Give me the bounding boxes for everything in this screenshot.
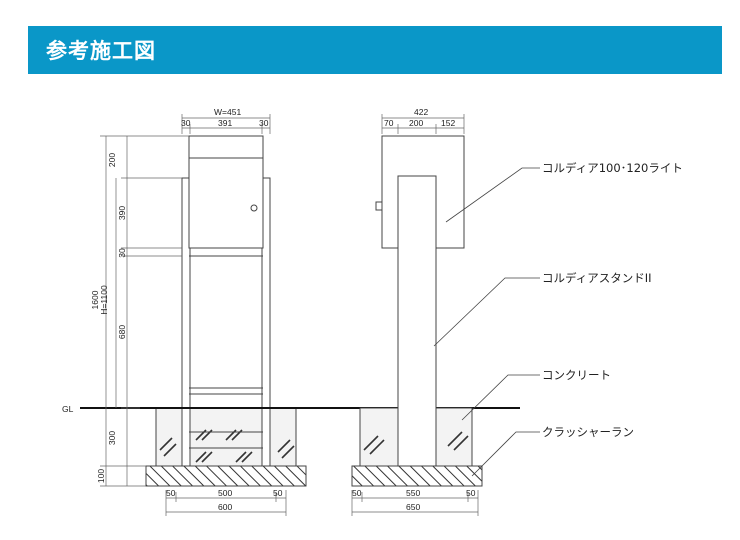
front-bot-left: 50	[166, 488, 176, 498]
side-bot-left: 50	[352, 488, 362, 498]
side-bottom-dims	[351, 490, 479, 516]
front-v-30: 30	[117, 248, 127, 258]
front-v-680: 680	[117, 325, 127, 339]
front-top-left: 30	[181, 118, 191, 128]
front-v-390: 390	[117, 206, 127, 220]
side-bot-mid: 550	[406, 488, 420, 498]
front-leg-left	[181, 177, 191, 467]
front-top-mid: 391	[218, 118, 232, 128]
side-view	[351, 135, 483, 487]
callout-crusher: クラッシャーラン	[542, 425, 634, 439]
front-v-200: 200	[107, 153, 117, 167]
header-bar: 参考施工図	[28, 26, 722, 74]
side-bot-right: 50	[466, 488, 476, 498]
front-view	[145, 135, 307, 487]
front-top-right: 30	[259, 118, 269, 128]
front-v-100: 100	[96, 469, 106, 483]
page-title: 参考施工図	[46, 39, 156, 63]
side-top-b: 200	[409, 118, 423, 128]
front-leg-right	[261, 177, 271, 467]
front-v-h1100: H=1100	[99, 285, 109, 315]
front-crusher-run	[145, 465, 307, 487]
front-concrete	[155, 407, 297, 467]
front-bottom-dims	[165, 490, 287, 516]
callout-mailbox: コルディア100･120ライト	[542, 161, 683, 175]
callout-stand: コルディアスタンドII	[542, 271, 651, 285]
callout-leaders	[433, 167, 540, 477]
side-width-total: 422	[414, 107, 428, 117]
front-bot-total: 600	[218, 502, 232, 512]
front-v-1600: 1600	[90, 290, 100, 309]
side-handle	[375, 201, 383, 211]
side-concrete-hatch	[363, 431, 469, 455]
callout-concrete: コンクリート	[542, 368, 611, 382]
side-top-c: 152	[441, 118, 455, 128]
front-vertical-dims	[100, 135, 189, 487]
side-top-a: 70	[384, 118, 394, 128]
side-crusher-run	[351, 465, 483, 487]
front-bot-mid: 500	[218, 488, 232, 498]
front-bot-right: 50	[273, 488, 283, 498]
lock-icon	[250, 204, 258, 212]
front-v-300: 300	[107, 431, 117, 445]
gl-label: GL	[62, 404, 74, 414]
front-mailbox	[188, 135, 264, 249]
front-width-total: W=451	[214, 107, 241, 117]
side-bot-total: 650	[406, 502, 420, 512]
front-top-dims	[181, 114, 271, 134]
side-stand-post	[397, 175, 437, 467]
side-top-dims	[381, 114, 465, 134]
